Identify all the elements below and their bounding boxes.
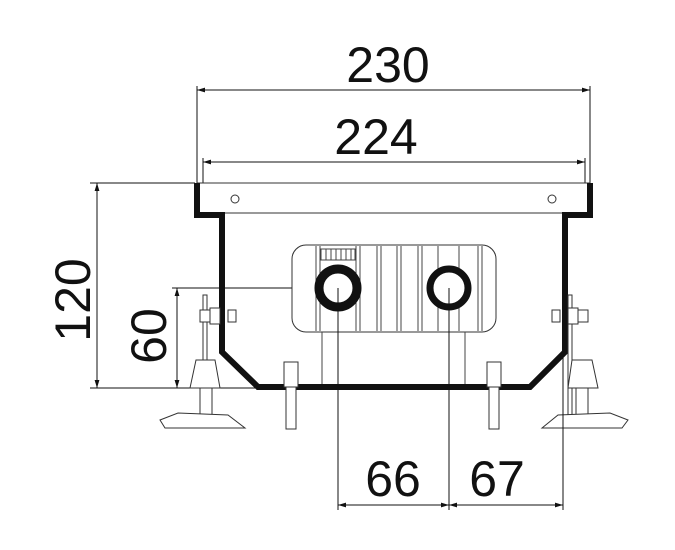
- dimension-label-224: 224: [334, 109, 417, 165]
- top-grille: [196, 182, 591, 214]
- dimension-224: 224: [202, 109, 586, 185]
- dimension-label-120: 120: [45, 258, 101, 341]
- dimension-230: 230: [196, 37, 591, 185]
- trough-body: [194, 183, 593, 390]
- dimension-66-67: 66 67: [337, 288, 564, 510]
- dimension-label-60: 60: [121, 308, 177, 364]
- heat-exchanger: [291, 244, 497, 388]
- dimension-label-230: 230: [346, 37, 429, 93]
- dimension-label-67: 67: [469, 451, 525, 507]
- left-foot: [159, 294, 247, 429]
- dimension-label-66: 66: [365, 451, 421, 507]
- dimension-120: 120: [45, 182, 258, 389]
- support-bolts: [283, 361, 502, 430]
- dimension-60: 60: [121, 287, 338, 388]
